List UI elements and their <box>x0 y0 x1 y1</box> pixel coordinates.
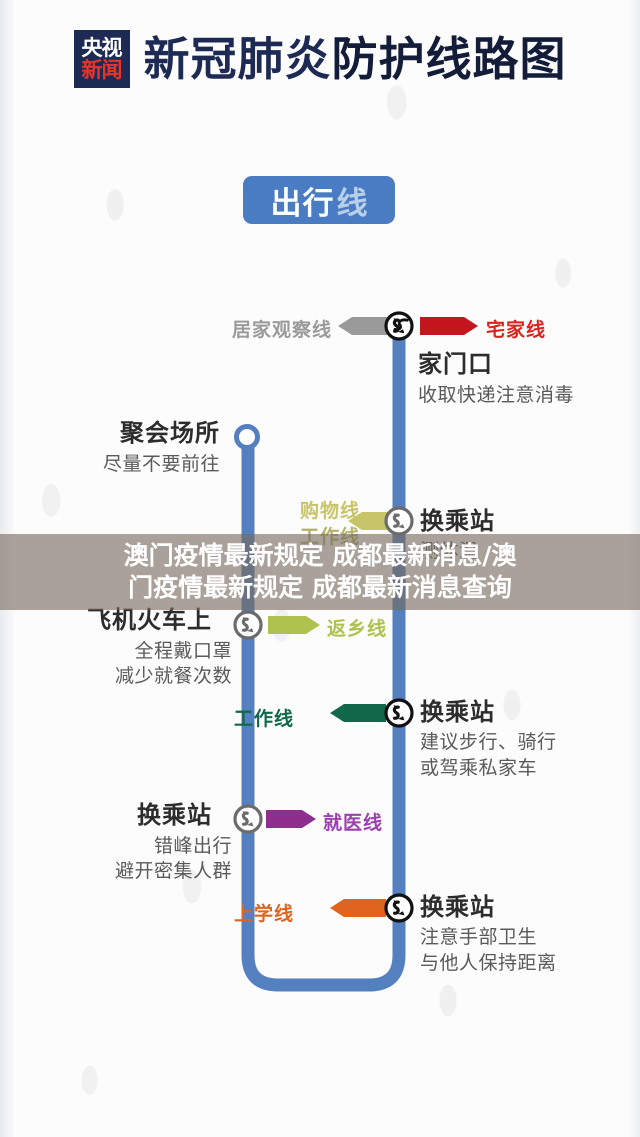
station-marker-transport <box>232 609 264 641</box>
station-marker-home-door <box>383 310 415 342</box>
station-sub-work-line1: 建议步行、骑行 <box>420 731 557 753</box>
label-home-observation-line: 居家观察线 <box>231 319 332 341</box>
arrow-home-stay-line <box>420 316 478 336</box>
station-sub-medical-line2: 避开密集人群 <box>114 860 232 882</box>
station-sub-gathering: 尽量不要前往 <box>102 453 220 475</box>
station-marker-school <box>383 892 415 924</box>
station-title-work: 换乘站 <box>420 698 495 726</box>
station-sub-home-door: 收取快递注意消毒 <box>418 384 575 406</box>
station-title-home-door: 家门口 <box>418 350 493 378</box>
station-title-shopping: 换乘站 <box>420 507 495 535</box>
station-marker-work <box>383 697 415 729</box>
arrow-home-observation-line <box>338 316 396 336</box>
station-title-medical: 换乘站 <box>137 801 212 829</box>
page-title: 新冠肺炎防护线路图 <box>144 36 567 82</box>
logo-line-1: 央视 <box>81 35 123 60</box>
watermark-band <box>0 534 640 610</box>
station-sub-school-line1: 注意手部卫生 <box>420 926 538 948</box>
route-badge-light: 线 <box>336 185 368 222</box>
station-sub-work-line2: 或驾乘私家车 <box>420 757 538 779</box>
arrow-work-line <box>330 703 386 723</box>
station-sub-transport-line2: 减少就餐次数 <box>114 665 232 687</box>
station-sub-transport-line1: 全程戴口罩 <box>134 640 232 662</box>
route-badge-strong: 出行 <box>270 185 335 222</box>
logo-line-2: 新闻 <box>81 58 123 82</box>
label-shopping-line: 购物线 <box>299 500 360 522</box>
page-title-part2: 防护线路图 <box>331 32 567 86</box>
station-sub-school-line2: 与他人保持距离 <box>420 952 557 974</box>
watermark-overlay: 澳门疫情最新规定 成都最新消息/澳 门疫情最新规定 成都最新消息查询 <box>0 534 640 610</box>
label-return-home-line: 返乡线 <box>327 618 388 640</box>
route-badge-travel-line: 出行 线 <box>243 176 395 224</box>
cctv-news-logo: 央视 新闻 <box>73 30 130 88</box>
label-home-stay-line: 宅家线 <box>486 319 547 341</box>
station-title-school: 换乘站 <box>420 893 495 921</box>
page-title-part1: 新冠肺炎 <box>143 32 332 86</box>
station-title-gathering: 聚会场所 <box>120 419 220 447</box>
label-school-line: 上学线 <box>233 903 294 925</box>
station-marker-medical <box>232 803 264 835</box>
station-marker-gathering <box>234 424 260 450</box>
station-sub-medical-line1: 错峰出行 <box>153 835 232 857</box>
station-marker-shopping <box>383 505 415 537</box>
arrow-medical-line <box>266 809 316 829</box>
label-work-line: 工作线 <box>233 708 294 730</box>
watermark-line-2: 门疫情最新规定 成都最新消息查询 <box>128 573 512 602</box>
arrow-return-home-line <box>268 615 320 635</box>
label-medical-line: 就医线 <box>323 812 384 834</box>
arrow-school-line <box>330 898 386 918</box>
watermark-line-1: 澳门疫情最新规定 成都最新消息/澳 <box>123 540 517 570</box>
station-title-transport: 飞机火车上 <box>87 606 212 634</box>
header: 央视 新闻 新冠肺炎防护线路图 <box>0 30 640 88</box>
